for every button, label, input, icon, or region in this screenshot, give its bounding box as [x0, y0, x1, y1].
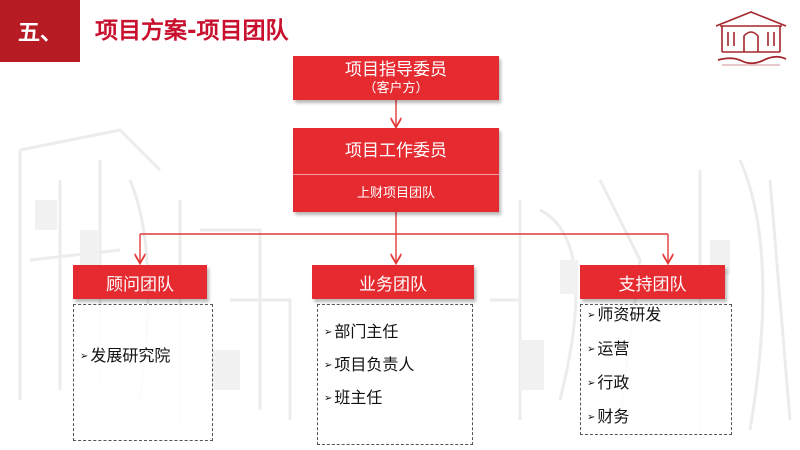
- list-item-label: 财务: [597, 407, 630, 426]
- list-item-label: 部门主任: [334, 322, 399, 341]
- business-team-header: 业务团队: [312, 265, 474, 299]
- steering-committee-label: 项目指导委员: [345, 59, 447, 80]
- arrow-bullet-icon: ➢: [587, 412, 596, 423]
- working-committee-box: 项目工作委员 上财项目团队: [293, 128, 499, 212]
- steering-committee-box: 项目指导委员 （客户方）: [293, 56, 499, 100]
- list-item-label: 发展研究院: [90, 346, 171, 365]
- list-item-label: 运营: [597, 339, 630, 358]
- support-team-list: ➢师资研发 ➢运营 ➢行政 ➢财务: [580, 304, 732, 435]
- list-item: ➢行政: [587, 373, 731, 407]
- arrow-bullet-icon: ➢: [587, 310, 596, 321]
- support-team-header: 支持团队: [580, 265, 725, 299]
- list-item-label: 行政: [597, 373, 630, 392]
- list-item: ➢项目负责人: [324, 348, 472, 381]
- list-item: ➢部门主任: [324, 315, 472, 348]
- section-number-badge: 五、: [0, 0, 80, 62]
- advisory-team-list: ➢发展研究院: [73, 304, 213, 441]
- steering-committee-note: （客户方）: [363, 80, 429, 96]
- list-item: ➢运营: [587, 339, 731, 373]
- list-item-label: 师资研发: [597, 305, 662, 324]
- arrow-bullet-icon: ➢: [324, 360, 333, 371]
- page-title: 项目方案-项目团队: [95, 18, 289, 44]
- working-committee-sub: 上财项目团队: [356, 185, 435, 201]
- advisory-team-header: 顾问团队: [73, 265, 207, 299]
- list-item: ➢发展研究院: [80, 339, 212, 372]
- arrow-bullet-icon: ➢: [587, 378, 596, 389]
- list-item: ➢师资研发: [587, 305, 731, 339]
- working-committee-label: 项目工作委员: [293, 128, 499, 175]
- university-gate-logo: [715, 11, 787, 66]
- list-item-label: 班主任: [334, 388, 383, 407]
- list-item-label: 项目负责人: [334, 355, 415, 374]
- arrow-bullet-icon: ➢: [324, 393, 333, 404]
- list-item: ➢财务: [587, 407, 731, 441]
- arrow-bullet-icon: ➢: [587, 344, 596, 355]
- arrow-bullet-icon: ➢: [80, 351, 89, 362]
- list-item: ➢班主任: [324, 381, 472, 414]
- business-team-list: ➢部门主任 ➢项目负责人 ➢班主任: [317, 304, 473, 445]
- arrow-bullet-icon: ➢: [324, 327, 333, 338]
